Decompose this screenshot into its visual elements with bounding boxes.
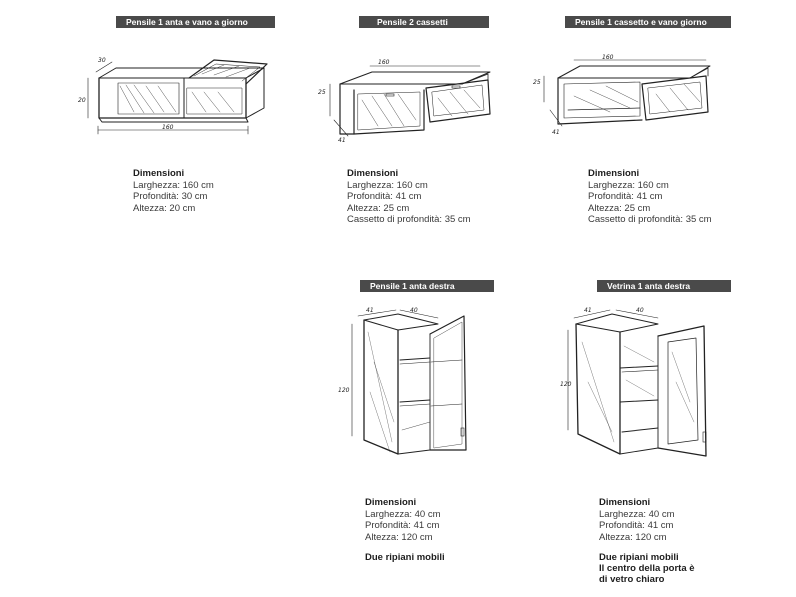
height-spec: Altezza: 120 cm (365, 531, 433, 543)
dimensions-block: Dimensioni Larghezza: 40 cm Profondità: … (365, 497, 441, 543)
dimensions-heading: Dimensioni (347, 168, 399, 179)
product-title-bar: Pensile 1 anta destra (360, 280, 494, 292)
cabinet-sketch: 160 20 30 (78, 57, 268, 135)
height-spec: Altezza: 25 cm (588, 202, 651, 214)
dimensions-block: Dimensioni Larghezza: 160 cm Profondità:… (588, 168, 712, 226)
cabinet-sketch: 160 25 41 (533, 54, 711, 136)
depth-spec: Profondità: 30 cm (133, 191, 208, 202)
drawer-depth-spec: Cassetto di profondità: 35 cm (347, 214, 471, 225)
dimensions-heading: Dimensioni (588, 168, 640, 179)
depth-spec: Profondità: 41 cm (588, 191, 663, 202)
height-spec: Altezza: 20 cm (133, 202, 196, 214)
height-spec: Altezza: 120 cm (599, 531, 667, 543)
depth-spec: Profondità: 41 cm (347, 191, 422, 202)
width-spec: Larghezza: 40 cm (365, 508, 441, 520)
width-label: 40 (636, 307, 644, 314)
height-label: 120 (560, 381, 572, 388)
width-spec: Larghezza: 160 cm (588, 179, 669, 191)
dimensions-block: Dimensioni Larghezza: 40 cm Profondità: … (599, 497, 675, 543)
depth-spec: Profondità: 41 cm (599, 520, 674, 531)
dimensions-block: Dimensioni Larghezza: 160 cm Profondità:… (133, 168, 214, 214)
dimensions-heading: Dimensioni (133, 168, 185, 179)
product-title-bar: Vetrina 1 anta destra (597, 280, 731, 292)
depth-label: 41 (366, 307, 374, 314)
width-label: 160 (162, 124, 174, 131)
height-label: 25 (533, 79, 541, 86)
product-title-bar: Pensile 1 cassetto e vano giorno (565, 16, 731, 28)
cabinet-sketch: 41 40 120 (338, 307, 467, 455)
drawer-depth-spec: Cassetto di profondità: 35 cm (588, 214, 712, 225)
glass-door-note-continued: di vetro chiaro (599, 574, 665, 585)
shelves-note: Due ripiani mobili (599, 552, 679, 563)
height-label: 25 (318, 89, 326, 96)
product-title-bar: Pensile 1 anta e vano a giorno (116, 16, 275, 28)
width-label: 160 (602, 54, 614, 61)
depth-label: 41 (552, 129, 560, 136)
cabinet-sketch: 41 40 120 (560, 307, 707, 457)
depth-label: 30 (98, 57, 106, 64)
product-title-bar: Pensile 2 cassetti (359, 16, 489, 28)
cabinet-sketch: 160 25 41 (318, 59, 491, 144)
dimensions-heading: Dimensioni (365, 497, 417, 508)
width-label: 40 (410, 307, 418, 314)
width-spec: Larghezza: 160 cm (347, 179, 428, 191)
depth-label: 41 (584, 307, 592, 314)
width-spec: Larghezza: 160 cm (133, 179, 214, 191)
height-label: 120 (338, 387, 350, 394)
glass-door-note: Il centro della porta è (599, 563, 695, 574)
width-spec: Larghezza: 40 cm (599, 508, 675, 520)
width-label: 160 (378, 59, 390, 66)
height-spec: Altezza: 25 cm (347, 202, 410, 214)
shelves-note: Due ripiani mobili (365, 552, 445, 563)
dimensions-block: Dimensioni Larghezza: 160 cm Profondità:… (347, 168, 471, 226)
dimensions-heading: Dimensioni (599, 497, 651, 508)
height-label: 20 (78, 97, 86, 104)
depth-spec: Profondità: 41 cm (365, 520, 440, 531)
depth-label: 41 (338, 137, 346, 144)
